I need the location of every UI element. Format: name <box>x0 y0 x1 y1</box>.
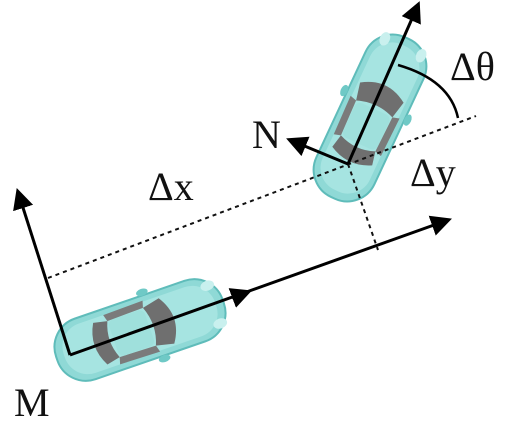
frame-m-x-axis <box>69 215 452 357</box>
label-delta-y: Δy <box>410 150 456 195</box>
label-delta-theta: Δθ <box>450 44 495 89</box>
label-frame-n: N <box>252 112 281 157</box>
frame-n-y-axis <box>286 136 349 166</box>
label-frame-m: M <box>14 380 50 425</box>
delta-theta-arc <box>397 63 460 119</box>
frame-n-axes <box>286 1 421 166</box>
frame-m-midpoint-arrow <box>228 288 252 308</box>
frame-m-axes <box>13 187 452 357</box>
label-delta-x: Δx <box>148 164 194 209</box>
frame-m-y-axis <box>13 187 72 356</box>
frame-n-x-axis <box>346 1 421 165</box>
perpendicular-guide <box>347 163 379 251</box>
